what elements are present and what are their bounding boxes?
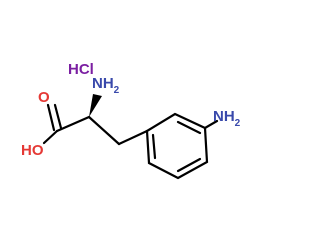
wedge-bond-nh2 xyxy=(89,94,102,117)
benzene-ring xyxy=(145,112,209,180)
ring-double-bond-3 xyxy=(151,133,157,160)
hydroxyl-label: HO xyxy=(21,142,44,159)
bond-alpha-ch2 xyxy=(87,115,121,146)
bond-c-o-double-b xyxy=(53,103,63,130)
bond-ring-nh2 xyxy=(203,119,219,130)
bond-c-o-double-a xyxy=(46,103,56,132)
alpha-amine-label: NH2 xyxy=(92,75,120,96)
aryl-amine-symbol: NH xyxy=(213,108,235,125)
aryl-amine-label: NH2 xyxy=(213,108,241,129)
bond-ch2-ring xyxy=(117,129,149,146)
bond-c-alpha xyxy=(55,115,91,133)
hcl-label: HCl xyxy=(68,61,94,78)
aryl-amine-subscript: 2 xyxy=(235,118,241,129)
alpha-amine-subscript: 2 xyxy=(114,85,120,96)
bond-c-oh xyxy=(42,129,59,145)
structure-canvas: HCl O HO NH2 NH2 xyxy=(21,61,241,180)
ring-double-bond-2 xyxy=(176,157,202,173)
carbonyl-oxygen-label: O xyxy=(38,89,50,106)
ring-double-bond-1 xyxy=(176,120,202,135)
alpha-amine-symbol: NH xyxy=(92,75,114,92)
